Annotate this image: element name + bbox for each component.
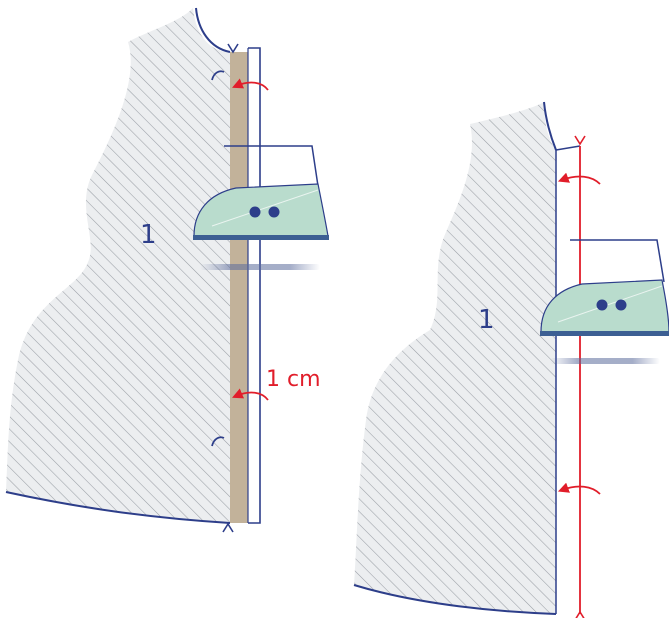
seam-allowance-label: 1 cm [266, 367, 321, 392]
left-piece-number: 1 [140, 220, 157, 250]
right-neckline [543, 101, 557, 151]
iron-icon [193, 145, 329, 240]
right-top-edge [555, 145, 581, 151]
fold-arrow-icon [557, 482, 601, 495]
iron-shadow [200, 264, 320, 270]
facing-strip [230, 52, 248, 523]
notch-marker-icon [575, 610, 585, 618]
left-hem [5, 491, 231, 524]
left-fabric-piece [6, 8, 230, 523]
right-fabric-piece [354, 102, 556, 614]
pin-mark-icon [211, 70, 225, 81]
notch-marker-icon [222, 522, 234, 533]
iron-icon [540, 239, 669, 336]
left-folded-edge [248, 47, 261, 524]
fold-arrow-icon [232, 78, 269, 91]
fold-arrow-icon [557, 172, 601, 185]
left-panel: 1 1 cm [5, 7, 329, 533]
pin-mark-icon [211, 436, 225, 447]
right-panel: 1 [353, 101, 669, 618]
iron-shadow [550, 358, 660, 364]
right-hem [353, 584, 557, 615]
notch-marker-icon [574, 135, 586, 146]
right-piece-number: 1 [478, 305, 495, 335]
left-neckline [195, 7, 231, 53]
notch-marker-icon [227, 43, 239, 54]
fold-arrow-icon [232, 388, 269, 401]
